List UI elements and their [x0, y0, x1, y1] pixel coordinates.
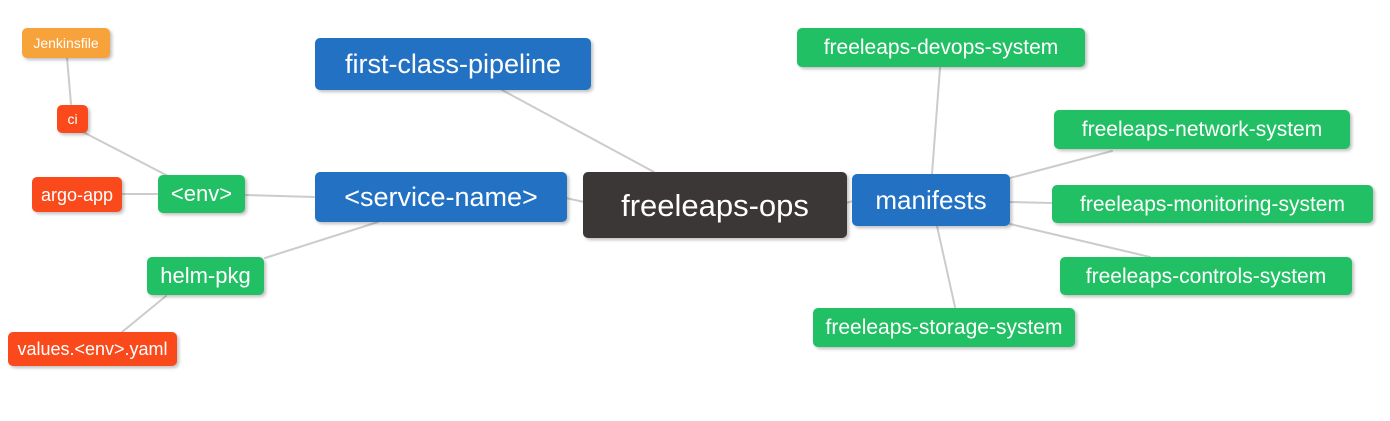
- edge-manifests-devops-system: [931, 67, 941, 175]
- edge-freeleaps-ops-manifests: [845, 200, 854, 204]
- node-service-name[interactable]: <service-name>: [315, 172, 567, 222]
- edge-manifests-monitoring-system: [1009, 201, 1052, 204]
- edge-env-service-name: [245, 194, 315, 198]
- edge-first-class-pipeline-freeleaps-ops: [501, 89, 655, 173]
- edge-manifests-controls-system: [1009, 223, 1151, 258]
- node-freeleaps-controls-system[interactable]: freeleaps-controls-system: [1060, 257, 1352, 295]
- node-jenkinsfile[interactable]: Jenkinsfile: [22, 28, 110, 58]
- edge-ci-env: [82, 131, 169, 177]
- node-env[interactable]: <env>: [158, 175, 245, 213]
- edge-manifests-network-system: [1009, 150, 1113, 179]
- node-first-class-pipeline[interactable]: first-class-pipeline: [315, 38, 591, 90]
- edge-helm-pkg-values-env-yaml: [121, 295, 167, 333]
- node-freeleaps-ops[interactable]: freeleaps-ops: [583, 172, 847, 238]
- node-freeleaps-devops-system[interactable]: freeleaps-devops-system: [797, 28, 1085, 67]
- edge-helm-pkg-service-name: [264, 221, 379, 259]
- node-freeleaps-monitoring-system[interactable]: freeleaps-monitoring-system: [1052, 185, 1373, 223]
- node-manifests[interactable]: manifests: [852, 174, 1010, 226]
- node-freeleaps-storage-system[interactable]: freeleaps-storage-system: [813, 308, 1075, 347]
- edge-manifests-storage-system: [936, 225, 956, 308]
- edge-jenkinsfile-ci: [66, 57, 72, 105]
- node-helm-pkg[interactable]: helm-pkg: [147, 257, 264, 295]
- edge-service-name-freeleaps-ops: [565, 197, 585, 203]
- node-freeleaps-network-system[interactable]: freeleaps-network-system: [1054, 110, 1350, 149]
- node-argo-app[interactable]: argo-app: [32, 177, 122, 212]
- node-ci[interactable]: ci: [57, 105, 88, 133]
- node-values-env-yaml[interactable]: values.<env>.yaml: [8, 332, 177, 366]
